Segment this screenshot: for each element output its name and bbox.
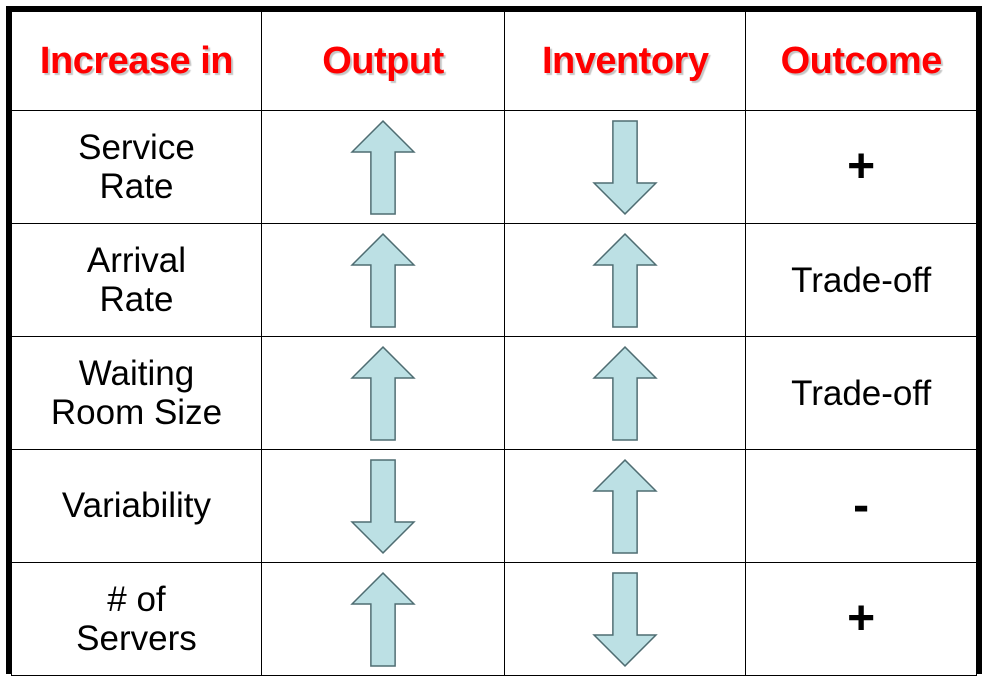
factor-label-line1: # of (107, 579, 166, 619)
inventory-up-arrow (504, 223, 747, 337)
factor-label-line2: Room Size (50, 393, 223, 432)
column-header-output: Output (260, 11, 506, 111)
factor-label-line1: Arrival (86, 240, 187, 280)
factor-label-line1: Waiting (78, 353, 195, 393)
output-up-arrow (260, 110, 506, 224)
output-up-arrow (260, 336, 506, 450)
table-header-row: Increase in Output Inventory Outcome (11, 11, 977, 111)
factor-label-line2: Servers (76, 619, 197, 658)
queueing-effects-table: Increase in Output Inventory Outcome Ser… (11, 11, 977, 676)
outcome-cell: + (745, 562, 977, 676)
factor-label-line1: Variability (61, 486, 212, 526)
outcome-cell: + (745, 110, 977, 224)
output-up-arrow (260, 223, 506, 337)
outcome-cell: Trade-off (745, 223, 977, 337)
inventory-down-arrow (504, 110, 747, 224)
column-header-increase-in: Increase in (11, 11, 262, 111)
column-header-outcome: Outcome (745, 11, 977, 111)
column-header-inventory: Inventory (504, 11, 747, 111)
output-down-arrow (260, 449, 506, 563)
outcome-cell: - (745, 449, 977, 563)
outcome-cell: Trade-off (745, 336, 977, 450)
table-frame: Increase in Output Inventory Outcome Ser… (6, 6, 982, 676)
inventory-up-arrow (504, 449, 747, 563)
factor-label-line2: Rate (99, 167, 174, 206)
output-up-arrow (260, 562, 506, 676)
inventory-down-arrow (504, 562, 747, 676)
inventory-up-arrow (504, 336, 747, 450)
table-row: Variability - (11, 449, 977, 563)
factor-cell: Variability (11, 449, 262, 563)
factor-label-line1: Service (78, 127, 195, 167)
factor-label-line2: Rate (99, 280, 174, 319)
